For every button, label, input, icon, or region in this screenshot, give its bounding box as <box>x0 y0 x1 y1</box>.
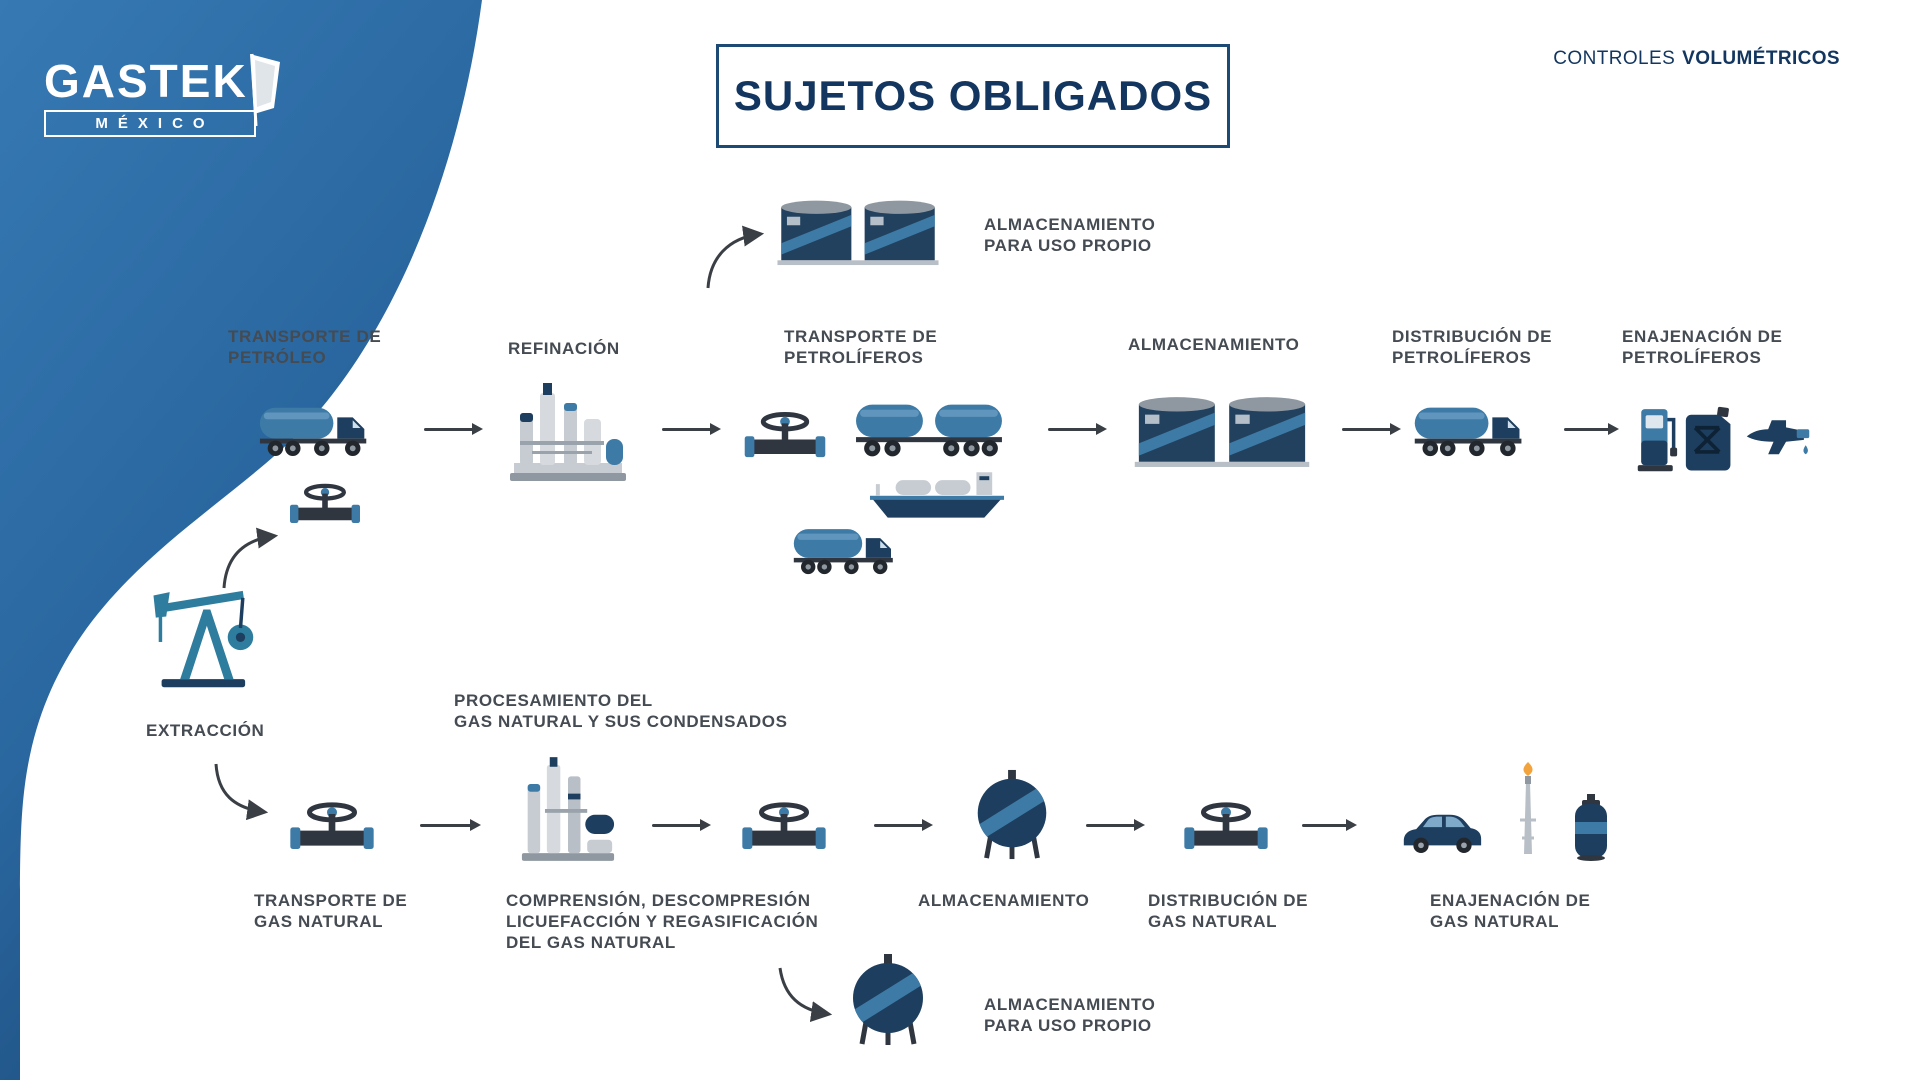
arrow-transporte-almacenamiento <box>1048 423 1107 435</box>
label-extraccion: EXTRACCIÓN <box>146 721 265 740</box>
arrow-extraccion-a-gas <box>214 763 269 821</box>
arrow-almacenamiento-distribucion-gas <box>1086 819 1145 831</box>
tanker-truck-icon <box>1414 407 1522 457</box>
tanker-truck-icon <box>793 529 893 575</box>
logo-country-box: MÉXICO <box>44 110 256 137</box>
arrow-valvula-almacenamiento-gas <box>874 819 933 831</box>
pipeline-valve-icon <box>290 802 374 849</box>
pump-jack-icon <box>153 590 254 688</box>
jerry-can-icon <box>1685 406 1731 471</box>
flag-icon <box>250 53 280 127</box>
tanker-ship-icon <box>869 472 1005 518</box>
corner-text-normal: CONTROLES <box>1553 48 1676 69</box>
corner-text-bold: VOLUMÉTRICOS <box>1682 48 1840 69</box>
tank-trailers-icon <box>856 404 1002 457</box>
label-refinacion: REFINACIÓN <box>508 339 620 358</box>
pipeline-valve-icon <box>742 802 826 849</box>
logo-wordmark: GASTEK <box>44 55 248 107</box>
label-almacenamiento-gas: ALMACENAMIENTO <box>918 891 1090 910</box>
arrow-a-uso-propio-top <box>706 225 765 289</box>
controles-volumetricos-label: CONTROLES VOLUMÉTRICOS <box>1553 48 1840 70</box>
pipeline-valve-icon <box>1184 802 1268 849</box>
arrow-distribucion-enajenacion-gas <box>1302 819 1357 831</box>
arrow-distribucion-enajenacion <box>1564 423 1619 435</box>
pipeline-valve-icon <box>290 483 360 523</box>
arrow-extraccion-a-petroleo <box>222 527 279 589</box>
tanker-truck-icon <box>259 407 367 457</box>
fuel-dispenser-icon <box>1637 409 1678 472</box>
arrow-refinacion-transporte <box>662 423 721 435</box>
page-title: SUJETOS OBLIGADOS <box>733 72 1213 119</box>
sphere-tank-icon <box>966 769 1058 860</box>
pipeline-valve-icon <box>744 412 826 458</box>
label-almacenamiento-petroliferos: ALMACENAMIENTO <box>1128 335 1300 354</box>
arrow-procesamiento-valvula <box>652 819 711 831</box>
sphere-tank-icon <box>842 954 934 1045</box>
flare-stack-icon <box>1520 762 1536 854</box>
gastek-logo: GASTEK MÉXICO <box>44 53 280 137</box>
storage-tanks-icon <box>777 200 939 266</box>
arrow-a-uso-propio-bottom <box>778 967 833 1023</box>
storage-tanks-icon <box>1134 397 1310 467</box>
car-icon <box>1403 814 1482 853</box>
title-box: SUJETOS OBLIGADOS <box>716 44 1230 148</box>
arrow-petroleo-refinacion <box>424 423 483 435</box>
gas-plant-icon <box>521 757 615 861</box>
fuel-nozzle-icon <box>1746 420 1810 455</box>
gas-cylinder-icon <box>1575 794 1607 861</box>
arrow-almacenamiento-distribucion <box>1342 423 1401 435</box>
refinery-icon <box>510 383 626 481</box>
arrow-gas-transporte-procesamiento <box>420 819 481 831</box>
